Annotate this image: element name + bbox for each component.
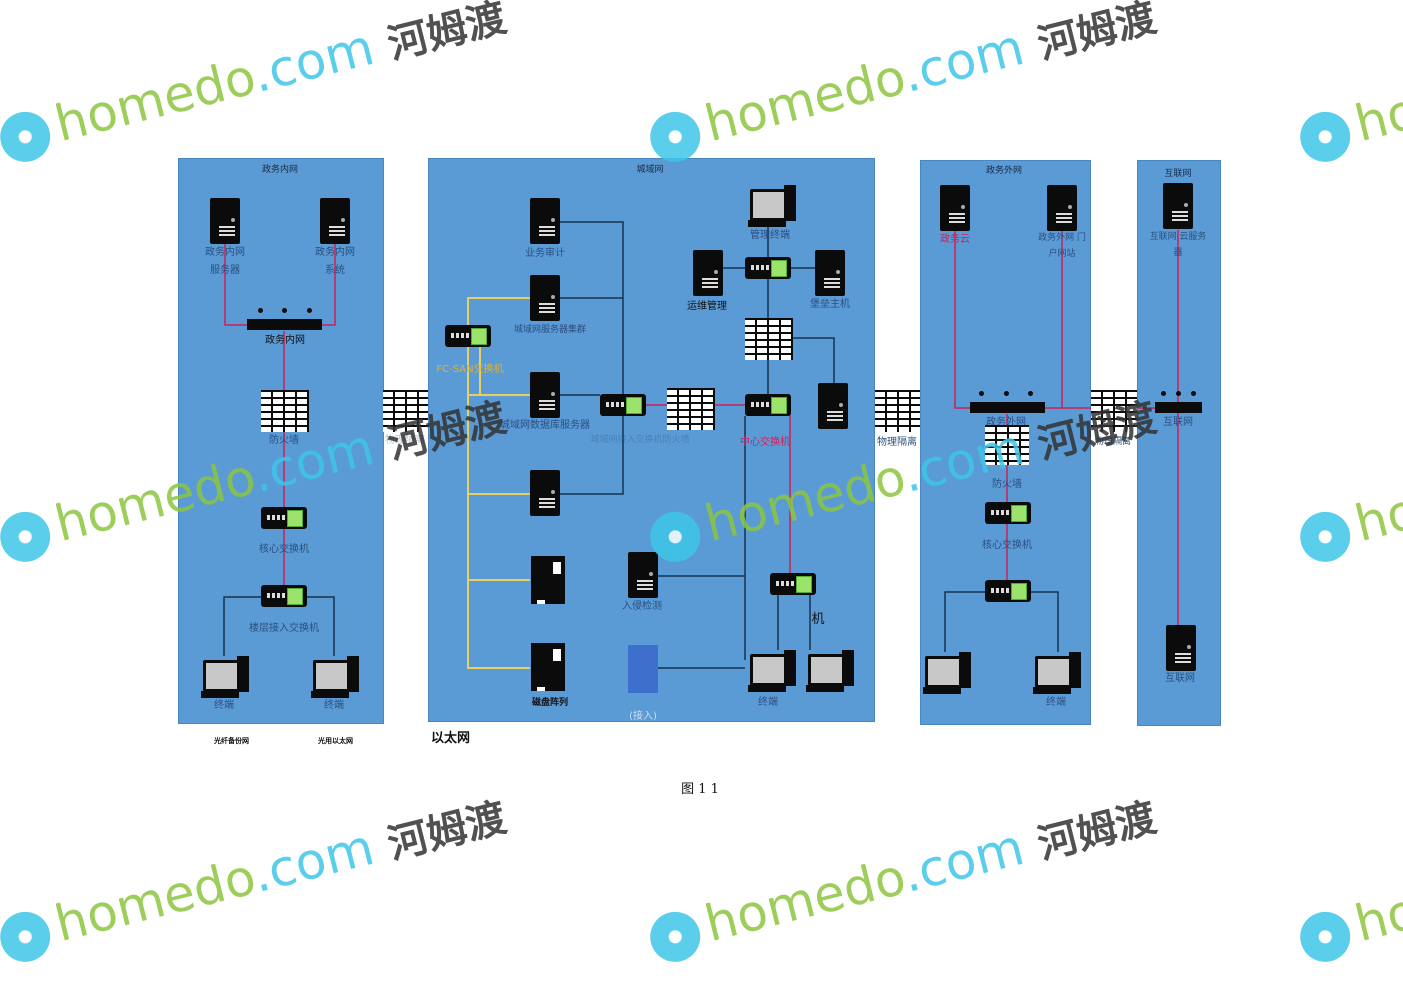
note-label: 光纤备份网 [214, 737, 249, 745]
server-icon [693, 250, 723, 296]
isolation-label: 物理隔离 [385, 435, 425, 446]
computer-icon [311, 656, 359, 698]
switch-icon [445, 325, 491, 347]
server-label: 政务外网 门户网站 [1038, 233, 1086, 260]
isolation-label: 物理隔离 [1094, 437, 1132, 447]
server-icon [530, 275, 560, 321]
isolation-label: 物理隔离 [877, 437, 917, 448]
server-icon [628, 552, 658, 598]
figure-caption: 图 1 1 [681, 782, 719, 797]
firewall-label: 防火墙 [269, 435, 299, 446]
server-icon [1163, 183, 1193, 229]
computer-icon [748, 650, 796, 692]
switch-icon [745, 394, 791, 416]
switch-label: 核心交换机 [259, 544, 309, 555]
server-icon [210, 198, 240, 244]
switch-label: 机 [811, 612, 825, 627]
switch-icon [261, 507, 307, 529]
switch-icon [985, 502, 1031, 524]
server-label: 城域网数据库服务器 [500, 420, 590, 431]
computer-icon [923, 652, 971, 694]
hub-icon [247, 308, 322, 330]
server-icon [530, 470, 560, 516]
server-icon [1166, 625, 1196, 671]
server-icon [1047, 185, 1077, 231]
pc-label: 管理终端 [750, 230, 790, 241]
note-label: 光用以太网 [318, 737, 353, 745]
pc-label: 终端 [758, 697, 778, 708]
hub-label: 互联网 [1163, 417, 1193, 428]
switch-label: 核心交换机 [982, 540, 1032, 551]
computer-icon [806, 650, 854, 692]
panel-title: 政务内网 [261, 165, 299, 175]
hub-label: 政务内网 [265, 335, 305, 346]
pc-label: 终端 [1046, 697, 1066, 708]
panel-metro [428, 158, 875, 722]
hub-label: 政务外网 [986, 417, 1026, 428]
switch-icon [600, 394, 646, 416]
switch-label: 楼层接入交换机 [249, 623, 319, 634]
firewall-icon [261, 390, 309, 432]
switch-label: FC-SAN交换机 [436, 364, 504, 375]
server-icon [530, 372, 560, 418]
pc-label: 终端 [214, 700, 234, 711]
hub-icon [970, 391, 1045, 413]
panel-title: 政务外网 [985, 166, 1023, 176]
firewall-label: 防火墙 [992, 479, 1022, 490]
computer-icon [748, 185, 796, 227]
pc-label: 终端 [324, 700, 344, 711]
ethernet-label: 以太网 [431, 731, 471, 746]
panel-gov-intranet [178, 158, 384, 724]
computer-icon [201, 656, 249, 698]
hub-icon [1155, 391, 1202, 413]
server-label: 互联网 云服务器 [1149, 232, 1207, 259]
firewall-icon [745, 318, 793, 360]
server-label: 政务内网 服务器 [205, 247, 245, 276]
server-icon [530, 198, 560, 244]
isolation-firewall-icon [383, 390, 428, 432]
switch-icon [985, 580, 1031, 602]
server-label: 政务云 [940, 234, 970, 245]
panel-title: 互联网 [1164, 169, 1192, 179]
computer-icon [1033, 652, 1081, 694]
switch-icon [770, 573, 816, 595]
server-label: 运维管理 [687, 301, 727, 312]
server-label: 入侵检测 [622, 601, 662, 612]
server-icon [940, 185, 970, 231]
server-label: 政务内网 系统 [315, 247, 355, 276]
storage-array-icon [531, 643, 565, 691]
server-sublabel: 城域网接入交换机防火墙 [590, 435, 690, 445]
access-door-icon [628, 645, 658, 693]
server-label: 堡垒主机 [810, 299, 850, 310]
server-label: 业务审计 [525, 248, 565, 259]
server-label: 互联网 [1165, 673, 1195, 684]
storage-array-icon [531, 556, 565, 604]
server-icon [815, 250, 845, 296]
server-icon [320, 198, 350, 244]
server-icon [818, 383, 848, 429]
firewall-icon [667, 388, 715, 430]
switch-icon [261, 585, 307, 607]
switch-icon [745, 257, 791, 279]
isolation-firewall-icon [1091, 390, 1137, 432]
access-label: (接入) [629, 711, 657, 722]
isolation-firewall-icon [875, 390, 920, 432]
storage-label: 磁盘阵列 [531, 698, 569, 708]
panel-title: 城域网 [636, 165, 664, 175]
switch-label: 中心交换机 [740, 437, 790, 448]
firewall-icon [985, 425, 1029, 465]
server-label: 城域网服务器集群 [513, 325, 587, 335]
